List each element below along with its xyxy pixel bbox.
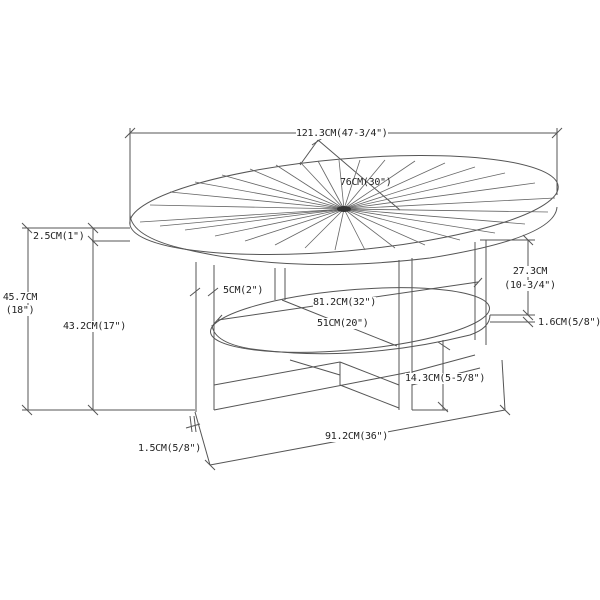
shelf-length-label: 81.2CM(32") (313, 297, 376, 308)
leg-height-label: 43.2CM(17") (63, 321, 126, 332)
base-length-label: 91.2CM(36") (325, 431, 388, 442)
overall-height-cm-label: 45.7CM (0, 292, 40, 303)
overall-height-in-label: (18") (0, 305, 40, 316)
shelf-thickness-label: 1.6CM(5/8") (538, 317, 600, 328)
shelf-gap-cm-label: 27.3CM (500, 266, 560, 277)
top-thickness-label: 2.5CM(1") (33, 231, 85, 242)
base-thickness-label: 1.5CM(5/8") (138, 443, 201, 454)
overall-length-label: 121.3CM(47-3/4") (296, 128, 388, 139)
leg-width-label: 5CM(2") (223, 285, 264, 296)
shelf-gap-in-label: (10-3/4") (500, 280, 560, 291)
shelf-width-label: 51CM(20") (317, 318, 369, 329)
shelf-height-label: 14.3CM(5-5/8") (405, 373, 486, 384)
top-width-label: 76CM(30") (340, 177, 392, 188)
